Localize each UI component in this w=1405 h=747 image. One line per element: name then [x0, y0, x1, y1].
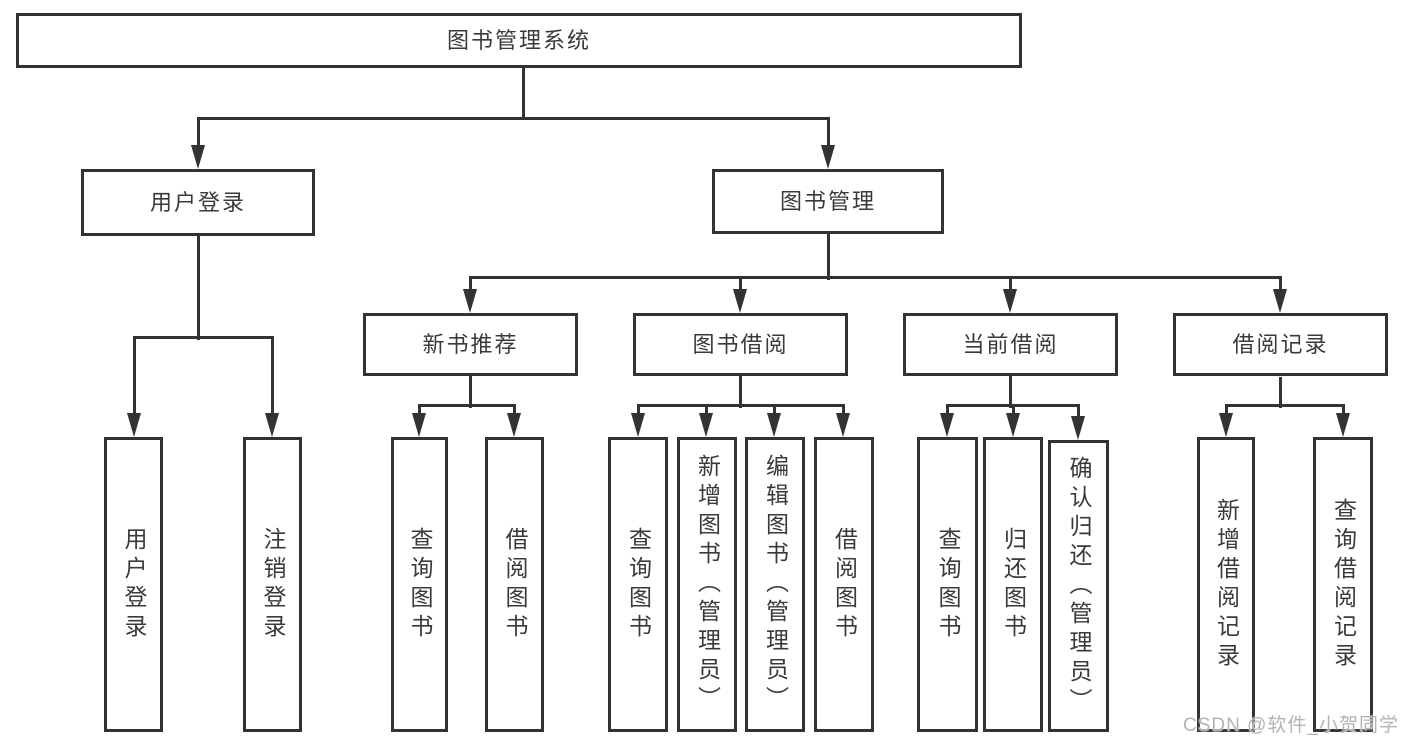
node-label: 新书推荐: [422, 331, 519, 357]
arrowhead-down-icon: [1336, 413, 1350, 437]
arrowhead-down-icon: [265, 413, 279, 437]
connector-line: [197, 117, 830, 120]
connector-line: [197, 118, 200, 150]
arrowhead-down-icon: [1273, 289, 1287, 313]
leaf-logout: 注销登录: [243, 437, 302, 732]
connector-line: [1077, 405, 1080, 420]
leaf-query-books-2: 查询图书: [608, 437, 668, 732]
node-current-borrow: 当前借阅: [903, 313, 1118, 376]
arrowhead-down-icon: [1003, 289, 1017, 313]
connector-line: [1225, 405, 1228, 418]
node-label: 图书管理: [779, 188, 876, 214]
leaf-user-login: 用户登录: [104, 437, 163, 732]
node-label: 编辑图书（管理员）: [762, 454, 789, 715]
node-user-login: 用户登录: [81, 169, 315, 236]
leaf-edit-book-admin: 编辑图书（管理员）: [745, 437, 805, 732]
node-label: 注销登录: [260, 526, 286, 643]
leaf-add-borrow-record: 新增借阅记录: [1197, 437, 1255, 732]
connector-line: [1012, 405, 1015, 418]
arrowhead-down-icon: [463, 289, 477, 313]
connector-line: [946, 405, 949, 418]
node-label: 借阅图书: [831, 526, 858, 643]
node-label: 用户登录: [149, 189, 246, 215]
node-label: 用户登录: [121, 526, 147, 643]
node-borrow-records: 借阅记录: [1173, 313, 1388, 376]
connector-line: [827, 233, 830, 280]
node-book-borrow: 图书借阅: [633, 313, 848, 376]
leaf-return-book: 归还图书: [983, 437, 1043, 732]
arrowhead-down-icon: [836, 413, 850, 437]
connector-line: [1225, 404, 1345, 407]
connector-line: [1342, 405, 1345, 418]
arrowhead-down-icon: [631, 413, 645, 437]
leaf-borrow-books-2: 借阅图书: [814, 437, 874, 732]
connector-line: [773, 405, 776, 418]
arrowhead-down-icon: [767, 413, 781, 437]
leaf-confirm-return-admin: 确认归还（管理员）: [1048, 440, 1109, 732]
node-book-management: 图书管理: [712, 169, 944, 234]
connector-line: [469, 276, 1282, 279]
arrowhead-down-icon: [1006, 413, 1020, 437]
node-label: 新增图书（管理员）: [694, 454, 721, 715]
connector-line: [513, 405, 516, 418]
connector-line: [1279, 377, 1282, 408]
connector-line: [637, 405, 640, 418]
arrowhead-down-icon: [127, 413, 141, 437]
node-label: 确认归还（管理员）: [1066, 455, 1092, 717]
csdn-watermark: CSDN @软件_小贺同学: [1183, 715, 1399, 736]
connector-line: [1279, 277, 1282, 294]
node-label: 借阅图书: [502, 526, 528, 643]
arrowhead-down-icon: [412, 413, 426, 437]
connector-line: [1009, 376, 1012, 408]
arrowhead-down-icon: [821, 145, 835, 169]
node-label: 查询图书: [625, 526, 652, 643]
connector-line: [469, 277, 472, 294]
connector-line: [469, 376, 472, 408]
node-label: 归还图书: [1000, 526, 1027, 643]
connector-line: [418, 405, 421, 418]
node-new-book-recommend: 新书推荐: [363, 313, 578, 376]
connector-line: [197, 235, 200, 340]
arrowhead-down-icon: [733, 289, 747, 313]
leaf-query-borrow-record: 查询借阅记录: [1313, 437, 1373, 732]
connector-line: [739, 277, 742, 294]
node-label: 当前借阅: [962, 331, 1059, 357]
arrowhead-down-icon: [507, 413, 521, 437]
arrowhead-down-icon: [191, 145, 205, 169]
connector-line: [827, 118, 830, 150]
arrowhead-down-icon: [1071, 416, 1085, 440]
connector-line: [418, 404, 516, 407]
arrowhead-down-icon: [940, 413, 954, 437]
node-label: 查询图书: [407, 526, 433, 643]
connector-line: [522, 68, 525, 120]
leaf-query-books-1: 查询图书: [391, 437, 448, 732]
connector-line: [133, 336, 274, 339]
connector-line: [1009, 277, 1012, 294]
connector-line: [739, 376, 742, 408]
connector-line: [842, 405, 845, 418]
connector-line: [271, 337, 274, 418]
node-label: 图书借阅: [692, 331, 789, 357]
node-label: 新增借阅记录: [1213, 497, 1240, 672]
node-label: 查询图书: [935, 526, 961, 643]
arrowhead-down-icon: [699, 413, 713, 437]
leaf-add-book-admin: 新增图书（管理员）: [677, 437, 737, 732]
node-label: 查询借阅记录: [1330, 497, 1357, 672]
node-library-system: 图书管理系统: [16, 13, 1022, 68]
connector-line: [133, 337, 136, 418]
node-label: 图书管理系统: [446, 27, 591, 53]
arrowhead-down-icon: [1219, 413, 1233, 437]
leaf-borrow-books-1: 借阅图书: [485, 437, 544, 732]
connector-line: [705, 405, 708, 418]
leaf-query-books-3: 查询图书: [917, 437, 978, 732]
node-label: 借阅记录: [1232, 331, 1329, 357]
connector-line: [637, 404, 845, 407]
